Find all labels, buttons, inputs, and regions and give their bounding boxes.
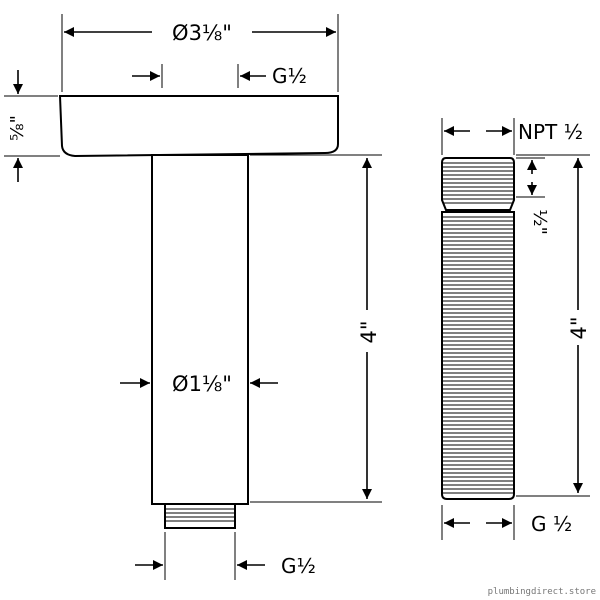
dim-nipple-bottom-width: G ½ xyxy=(441,505,572,540)
top-thread-label: G½ xyxy=(272,64,307,88)
shower-arm-drawing xyxy=(58,95,339,529)
arm-tube xyxy=(151,154,249,505)
nipple-drawing xyxy=(441,157,515,500)
dim-nipple-top-width: NPT ½ xyxy=(441,118,583,155)
dim-tube-diameter: Ø1⅛" xyxy=(120,372,278,396)
flange-outline xyxy=(58,95,339,158)
bottom-thread-stub xyxy=(164,503,236,529)
arm-length-label: 4" xyxy=(357,320,381,343)
tube-diameter-label: Ø1⅛" xyxy=(172,372,232,396)
dim-nipple-top-length: ½" xyxy=(516,157,550,235)
nipple-length-label: 4" xyxy=(567,316,591,339)
nipple-bottom-thread-label: G ½ xyxy=(531,512,572,536)
dim-top-thread: G½ xyxy=(132,64,307,88)
dim-bottom-thread: G½ xyxy=(135,532,316,580)
nipple-thread-lines xyxy=(443,162,513,494)
flange-height-label: ⅝" xyxy=(7,115,28,141)
nipple-body xyxy=(441,211,515,500)
dim-flange-height: ⅝" xyxy=(4,70,60,182)
dim-arm-length: 4" xyxy=(250,154,382,503)
bottom-thread-lines xyxy=(165,508,235,522)
dim-flange-diameter: Ø3⅛" xyxy=(61,14,339,92)
flange-diameter-label: Ø3⅛" xyxy=(172,21,232,45)
nipple-top-thread-label: NPT ½ xyxy=(518,120,583,144)
watermark-text: plumbingdirect.store xyxy=(488,587,596,597)
bottom-thread-label: G½ xyxy=(281,554,316,578)
dim-nipple-length: 4" xyxy=(516,154,591,497)
nipple-top-section xyxy=(441,157,515,211)
nipple-top-length-label: ½" xyxy=(529,209,550,235)
